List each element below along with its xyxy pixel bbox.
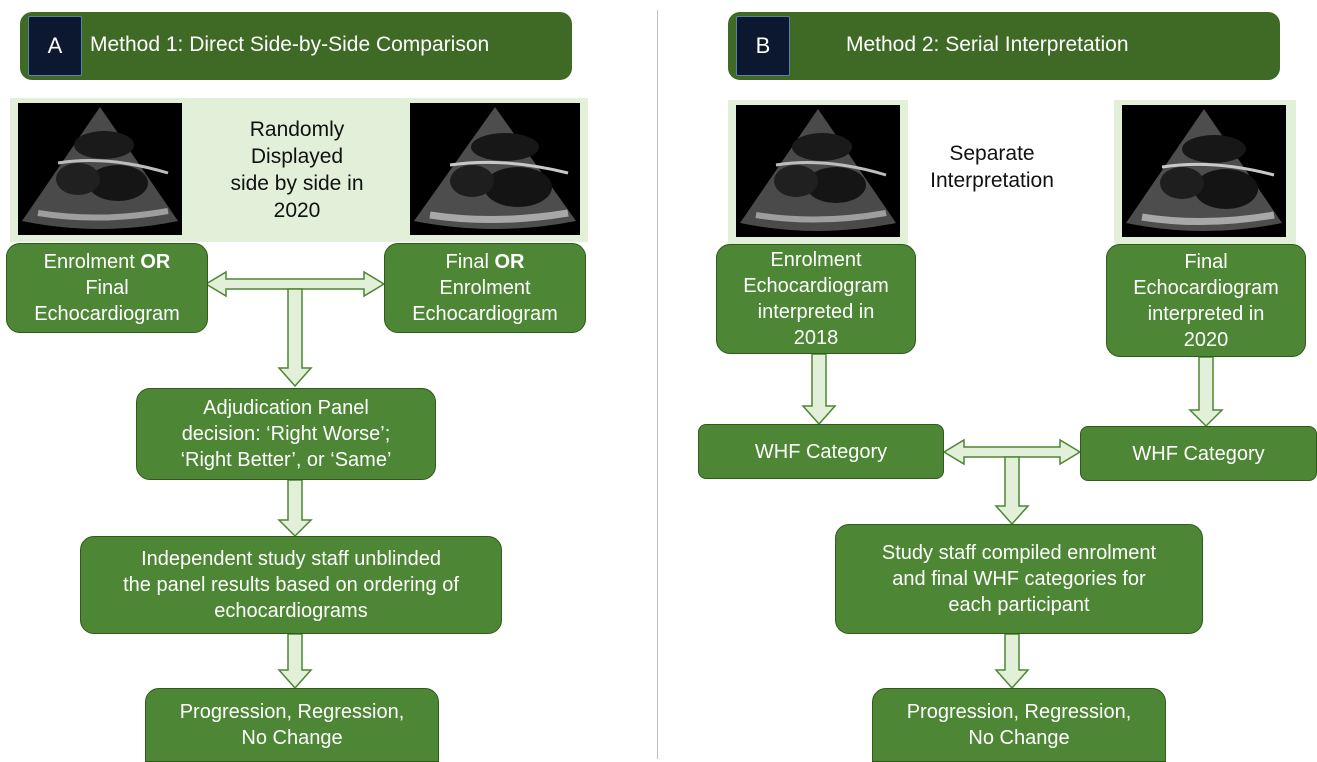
echo-image-b-left xyxy=(736,105,900,237)
panel-b-banner: B Method 2: Serial Interpretation xyxy=(728,12,1280,80)
compiled-categories-box: Study staff compiled enrolment and final… xyxy=(835,524,1203,634)
unblinding-box: Independent study staff unblinded the pa… xyxy=(80,536,502,634)
a-down-arrow-2 xyxy=(277,479,313,538)
panel-b-letter: B xyxy=(736,16,790,76)
b-down-arrow-bottom xyxy=(994,633,1030,690)
adjudication-panel-box: Adjudication Panel decision: ‘Right Wors… xyxy=(136,388,436,480)
b-final-echo-box: Final Echocardiogram interpreted in 2020 xyxy=(1106,244,1306,357)
b-down-arrow-right xyxy=(1188,356,1224,428)
echo-image-a-right xyxy=(410,103,580,235)
echo-image-a-left xyxy=(18,103,182,235)
a-right-echo-box: Final OR Enrolment Echocardiogram xyxy=(384,243,586,333)
panel-a-letter: A xyxy=(28,16,82,76)
a-down-arrow-1 xyxy=(277,288,313,388)
a-down-arrow-3 xyxy=(277,633,313,690)
b-enrolment-echo-box: Enrolment Echocardiogram interpreted in … xyxy=(716,244,916,354)
b-double-arrow xyxy=(942,438,1082,466)
b-outcome-box: Progression, Regression, No Change xyxy=(872,688,1166,762)
a-double-arrow xyxy=(204,270,386,298)
panel-a-title: Method 1: Direct Side-by-Side Comparison xyxy=(90,33,490,56)
a-outcome-box: Progression, Regression, No Change xyxy=(145,688,439,762)
panel-divider xyxy=(657,10,658,759)
a-left-echo-box: Enrolment OR Final Echocardiogram xyxy=(6,243,208,333)
whf-category-left-box: WHF Category xyxy=(698,424,944,479)
panel-b-interpretation-note: Separate Interpretation xyxy=(930,142,1054,192)
echo-image-b-right xyxy=(1122,105,1286,237)
panel-b-title: Method 2: Serial Interpretation xyxy=(846,33,1129,56)
whf-category-right-box: WHF Category xyxy=(1080,426,1317,481)
panel-a-banner: A Method 1: Direct Side-by-Side Comparis… xyxy=(20,12,572,80)
panel-a-display-note: Randomly Displayed side by side in 2020 xyxy=(230,118,364,222)
b-down-arrow-center xyxy=(994,456,1030,526)
b-down-arrow-left xyxy=(801,353,837,426)
